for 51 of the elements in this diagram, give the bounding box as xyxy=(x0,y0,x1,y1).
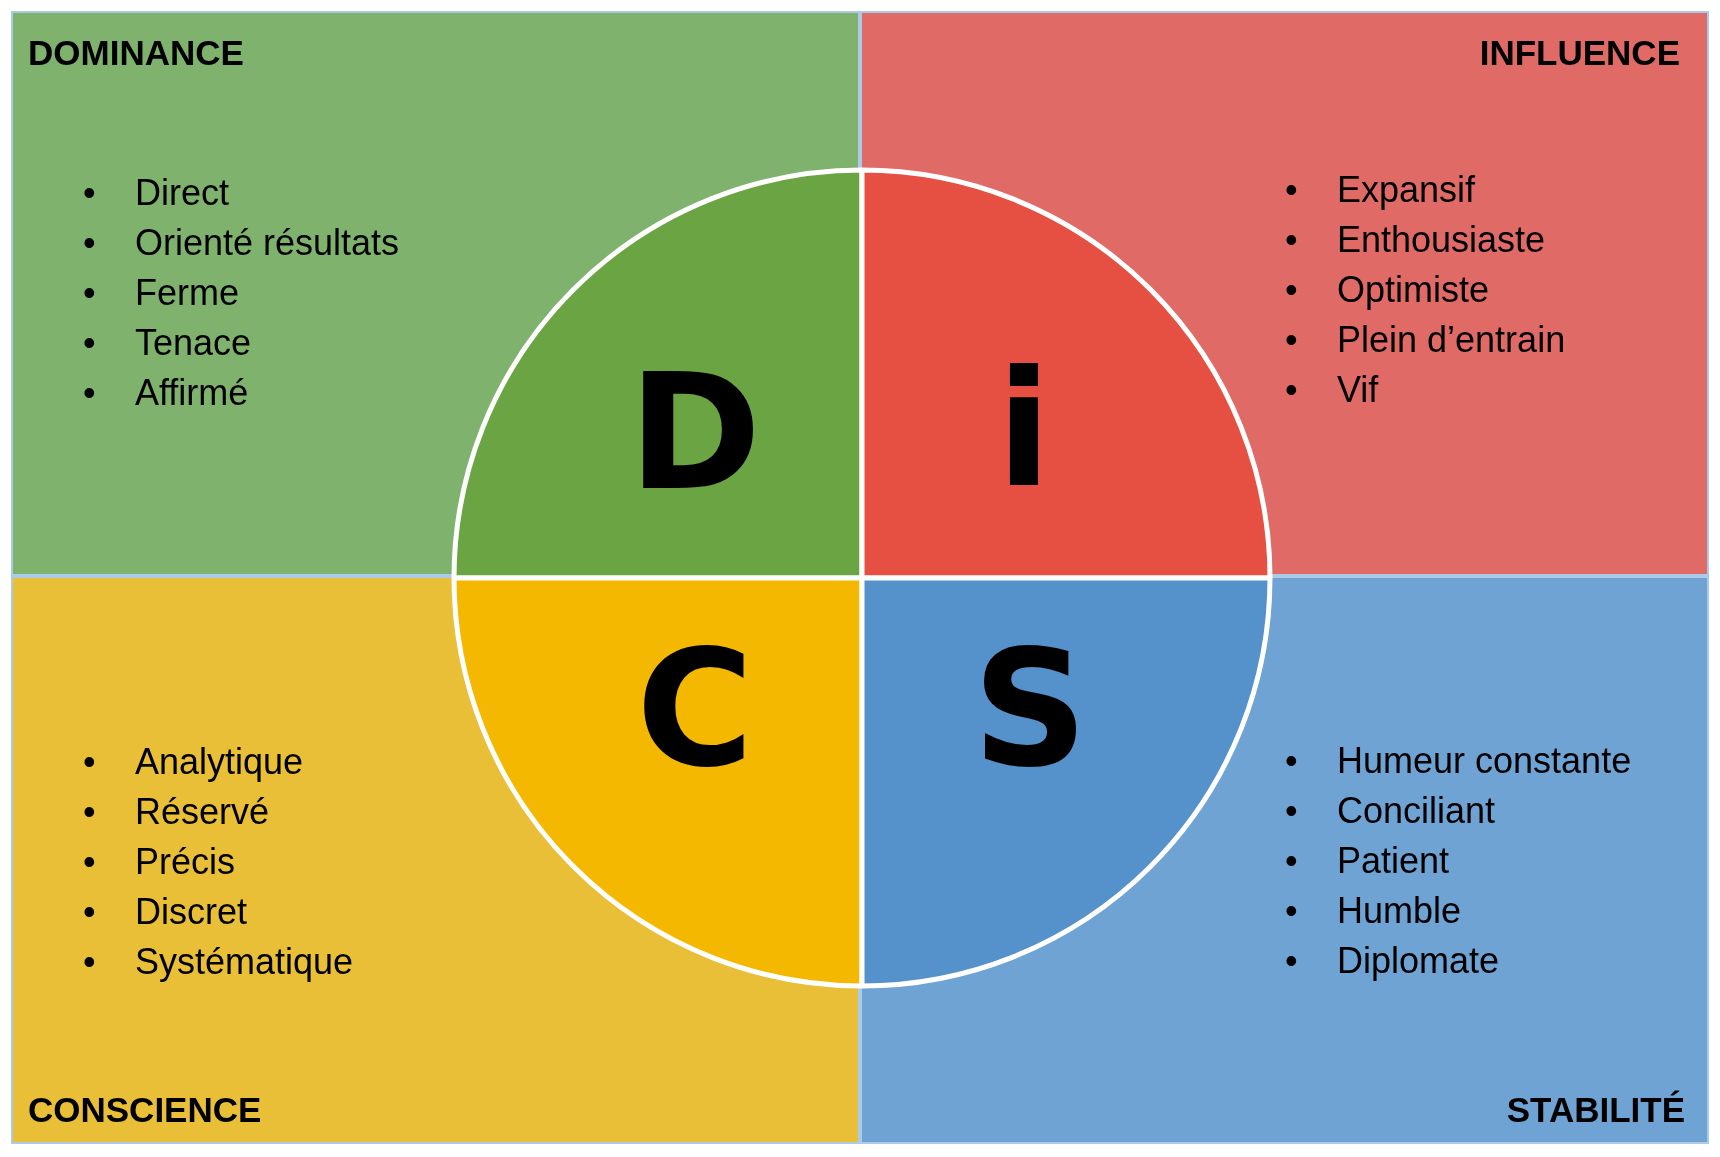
bullet-marker: • xyxy=(1285,218,1299,262)
trait-text: Conciliant xyxy=(1337,789,1496,833)
bullet-marker: • xyxy=(1285,839,1299,883)
quadrant-heading: STABILITÉ xyxy=(1506,1090,1685,1130)
trait-text: Patient xyxy=(1337,839,1450,883)
style-letter: C xyxy=(636,630,754,790)
style-letter: i xyxy=(996,350,1052,510)
bullet-marker: • xyxy=(1285,739,1299,783)
style-letter: D xyxy=(628,353,762,513)
bullet-marker: • xyxy=(1285,789,1299,833)
trait-text: Précis xyxy=(135,840,236,884)
bullet-marker: • xyxy=(1285,939,1299,983)
trait-text: Enthousiaste xyxy=(1337,218,1546,262)
trait-text: Expansif xyxy=(1337,168,1476,212)
quadrant-panel xyxy=(860,11,1709,576)
bullet-marker: • xyxy=(1285,168,1299,212)
quadrant-panel xyxy=(11,11,860,576)
bullet-marker: • xyxy=(83,790,97,834)
trait-text: Direct xyxy=(135,171,229,215)
bullet-marker: • xyxy=(83,371,97,415)
trait-text: Réservé xyxy=(135,790,270,834)
bullet-marker: • xyxy=(83,321,97,365)
bullet-marker: • xyxy=(83,840,97,884)
bullet-marker: • xyxy=(1285,889,1299,933)
trait-text: Analytique xyxy=(135,740,304,784)
bullet-marker: • xyxy=(83,271,97,315)
bullet-marker: • xyxy=(83,171,97,215)
trait-text: Vif xyxy=(1337,368,1379,412)
bullet-marker: • xyxy=(1285,268,1299,312)
quadrant-heading: DOMINANCE xyxy=(28,33,244,73)
bullet-marker: • xyxy=(1285,368,1299,412)
bullet-marker: • xyxy=(83,221,97,265)
trait-text: Ferme xyxy=(135,271,239,315)
trait-text: Systématique xyxy=(135,940,354,984)
bullet-marker: • xyxy=(83,890,97,934)
trait-text: Tenace xyxy=(135,321,252,365)
trait-text: Diplomate xyxy=(1337,939,1500,983)
trait-text: Discret xyxy=(135,890,247,934)
trait-text: Orienté résultats xyxy=(135,221,400,265)
trait-text: Affirmé xyxy=(135,371,249,415)
style-letter: S xyxy=(972,630,1088,790)
quadrant-panel xyxy=(860,576,1709,1144)
bullet-marker: • xyxy=(1285,318,1299,362)
trait-text: Plein d’entrain xyxy=(1337,318,1566,362)
bullet-marker: • xyxy=(83,740,97,784)
quadrant-heading: INFLUENCE xyxy=(1479,33,1680,73)
quadrant-heading: CONSCIENCE xyxy=(28,1090,262,1130)
bullet-marker: • xyxy=(83,940,97,984)
trait-text: Optimiste xyxy=(1337,268,1490,312)
trait-text: Humble xyxy=(1337,889,1462,933)
trait-text: Humeur constante xyxy=(1337,739,1632,783)
